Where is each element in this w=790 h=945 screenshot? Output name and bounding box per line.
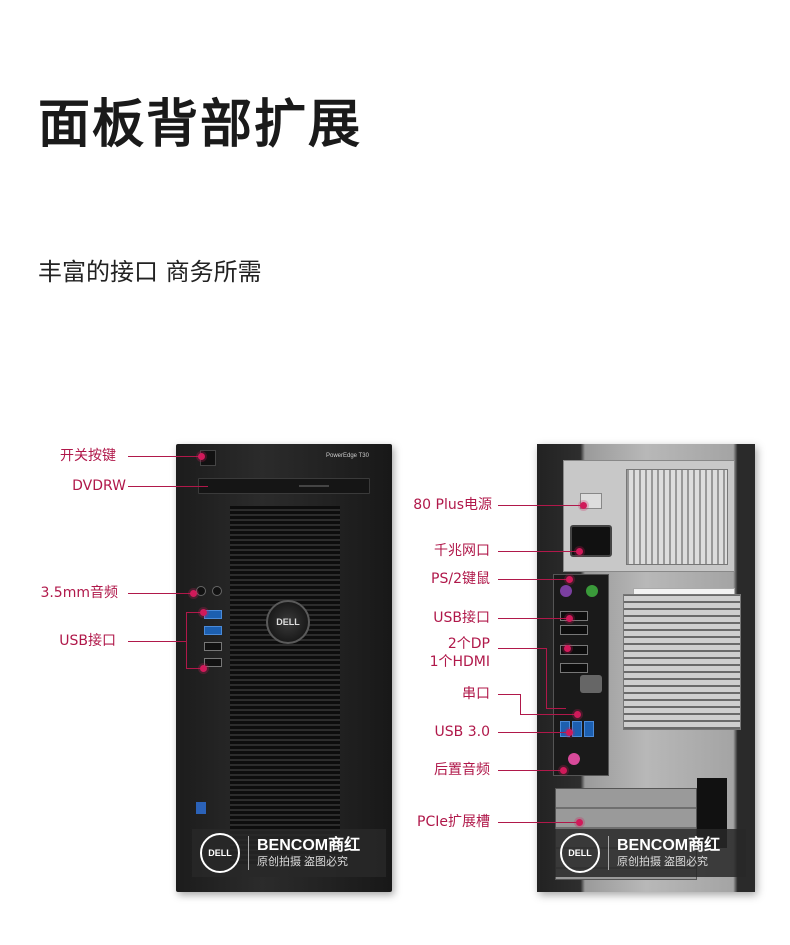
page-subtitle: 丰富的接口 商务所需 [38,258,262,286]
callout-hdmi: 1个HDMI [429,654,490,670]
usb3-port-icon [584,721,594,737]
ps2-port-icon [560,585,572,597]
usb-port-icon [204,626,222,635]
watermark-front: DELL BENCOM商红 原创拍摄 盗图必究 [192,829,386,877]
displayport-icon [560,645,588,655]
watermark-rear: DELL BENCOM商红 原创拍摄 盗图必究 [552,829,746,877]
callout-ethernet: 千兆网口 [434,543,490,559]
audio-jack-icon [196,586,206,596]
callout-usb3: USB 3.0 [434,724,490,740]
ps2-port-icon [586,585,598,597]
model-label: PowerEdge T30 [326,453,369,459]
intel-sticker-icon [196,802,206,814]
dvd-drive [198,478,370,494]
case-fan-icon [623,594,741,730]
callout-ps2: PS/2键鼠 [431,571,490,587]
callout-dp: 2个DP [447,636,490,652]
psu-fan-icon [626,469,728,565]
callout-usb-rear: USB接口 [433,610,490,626]
callout-rear-audio: 后置音频 [434,762,490,778]
watermark-tagline: 原创拍摄 盗图必究 [257,856,349,868]
dell-logo-icon: DELL [200,833,240,873]
usb3-port-icon [572,721,582,737]
audio-jack-icon [568,753,580,765]
callout-audio: 3.5mm音频 [40,585,118,601]
callout-serial: 串口 [462,686,490,702]
front-grille [230,506,340,866]
hdmi-port-icon [560,663,588,673]
ethernet-port-icon [560,625,588,635]
audio-jack-icon [212,586,222,596]
usb-port-icon [204,642,222,651]
rear-tower-image [537,444,755,892]
watermark-tagline: 原创拍摄 盗图必究 [617,856,709,868]
callout-dvdrw: DVDRW [72,478,126,494]
serial-port-icon [580,675,602,693]
power-supply [563,460,735,572]
usb-port-icon [560,611,588,621]
callout-pcie: PCIe扩展槽 [417,814,490,830]
page-title: 面板背部扩展 [38,95,363,155]
dell-logo-icon: DELL [560,833,600,873]
usb-port-icon [204,658,222,667]
watermark-brand: BENCOM商红 [617,837,721,854]
watermark-brand: BENCOM商红 [257,837,361,854]
front-tower-image: PowerEdge T30 DELL [176,444,392,892]
dell-logo-icon: DELL [266,600,310,644]
io-panel [553,574,609,776]
callout-psu: 80 Plus电源 [413,497,492,513]
callout-power-button: 开关按键 [60,448,116,464]
callout-usb-front: USB接口 [59,633,116,649]
